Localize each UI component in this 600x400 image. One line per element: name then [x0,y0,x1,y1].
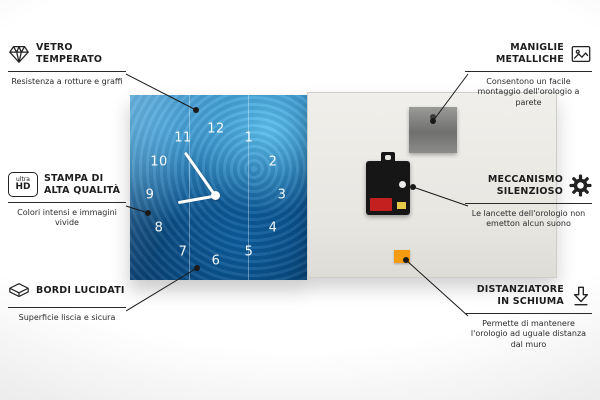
callout-header: VETRO TEMPERATO [8,42,126,72]
metal-hanger-plate [409,107,457,153]
clock-numeral: 9 [145,187,155,203]
clock-numeral: 7 [178,244,188,260]
mechanism-label [397,202,406,209]
callout-stampa-alta-qualita: ultra HD STAMPA DI ALTA QUALITÀ Colori i… [8,172,126,229]
callout-bordi-lucidati: BORDI LUCIDATI Superficie liscia e sicur… [8,280,126,323]
clock-numeral: 5 [244,244,254,260]
clock-back-panel [307,92,557,278]
callout-meccanismo-silenzioso: MECCANISMO SILENZIOSO Le lancette dell'o… [465,174,592,230]
battery [370,198,392,211]
callout-title: MECCANISMO SILENZIOSO [487,174,563,197]
callout-desc: Colori intensi e immagini vivide [17,208,117,228]
ultra-hd-badge: ultra HD [8,172,38,197]
callout-title: DISTANZIATORE IN SCHIUMA [476,284,564,307]
clock-numeral: 2 [268,154,278,170]
callout-distanziatore-schiuma: DISTANZIATORE IN SCHIUMA Permette di man… [465,284,592,350]
clock-numeral: 4 [268,220,278,236]
glass-fold-line [189,95,190,280]
callout-vetro-temperato: VETRO TEMPERATO Resistenza a rotture e g… [8,42,126,87]
callout-desc: Resistenza a rotture e graffi [11,76,123,86]
callout-title: STAMPA DI ALTA QUALITÀ [44,172,121,196]
mechanism-hook-hole [385,155,391,160]
callout-header: MANIGLIE METALLICHE [465,42,592,72]
hanger-hole [430,114,436,120]
callout-desc: Permette di mantenere l'orologio ad ugua… [470,318,587,349]
clock-numeral: 3 [277,187,287,203]
callout-header: DISTANZIATORE IN SCHIUMA [465,284,592,314]
clock-numeral: 1 [244,130,254,146]
gear-icon [569,174,592,197]
ultra-hd-badge-text: HD [15,182,31,192]
clock-numeral: 10 [150,154,168,170]
clock-numeral: 6 [211,253,221,269]
callout-title: MANIGLIE METALLICHE [495,42,564,65]
diamond-icon [8,43,30,65]
callout-desc: Le lancette dell'orologio non emetton al… [471,208,586,229]
ultra-hd-badge-text: ultra [16,176,30,183]
callout-desc: Superficie liscia e sicura [18,313,116,322]
callout-maniglie-metalliche: MANIGLIE METALLICHE Consentono un facile… [465,42,592,108]
callout-header: BORDI LUCIDATI [8,280,126,308]
clock-numeral: 12 [207,121,225,137]
clock-mechanism [366,152,410,215]
foam-spacer [394,250,410,263]
picture-frame-icon [570,43,592,65]
time-set-knob [399,181,406,188]
glass-fold-line [248,95,249,280]
callout-header: MECCANISMO SILENZIOSO [465,174,592,204]
callout-header: ultra HD STAMPA DI ALTA QUALITÀ [8,172,126,203]
clock-front-panel: 12 1 2 3 4 5 6 7 8 9 10 11 [130,95,307,280]
callout-title: BORDI LUCIDATI [36,285,125,297]
polished-edge-icon [8,280,30,302]
clock-numeral: 8 [154,220,164,236]
clock-numeral: 11 [174,130,192,146]
callout-desc: Consentono un facile montaggio dell'orol… [477,76,580,107]
callout-title: VETRO TEMPERATO [36,42,103,65]
foam-spacer-icon [570,285,592,307]
clock-center-cap [211,191,220,200]
